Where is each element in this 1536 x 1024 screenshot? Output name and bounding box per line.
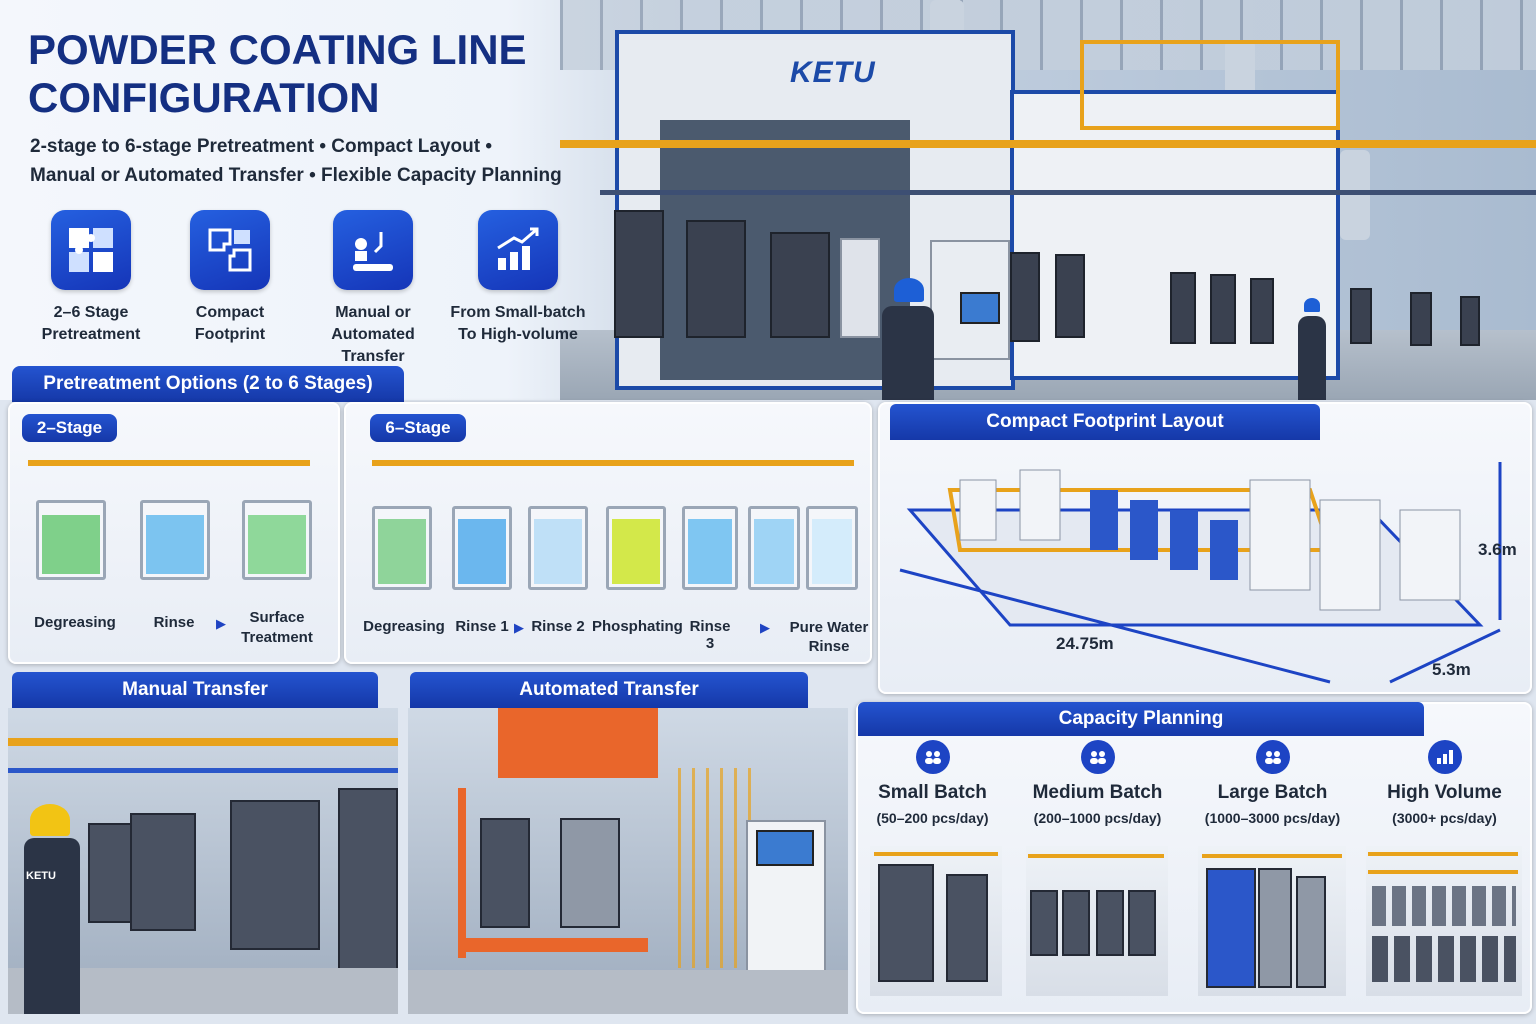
six-stage-badge: 6–Stage	[370, 414, 466, 442]
tank-degreasing	[372, 506, 432, 590]
puzzle-icon	[51, 210, 131, 290]
small-batch-illustration	[870, 846, 1002, 996]
growth-chart-icon	[478, 210, 558, 290]
two-stage-badge: 2–Stage	[22, 414, 117, 442]
tank-phosphating	[606, 506, 666, 590]
worker-logo: KETU	[26, 870, 56, 882]
robot-conveyor-icon	[333, 210, 413, 290]
hanging-cabinet	[686, 220, 746, 338]
tank-rinse	[140, 500, 210, 580]
subtitle-line1: 2-stage to 6-stage Pretreatment • Compac…	[30, 136, 493, 157]
tank-rinse-2	[528, 506, 588, 590]
touch-screen	[756, 830, 814, 866]
hanging-cabinet	[1010, 252, 1040, 342]
dimension-width: 5.3m	[1432, 660, 1471, 679]
hanging-cabinet	[1460, 296, 1480, 346]
stage-label: Rinse 2	[531, 618, 585, 635]
automated-transfer-photo	[408, 708, 848, 1014]
worker	[24, 838, 80, 1014]
compact-header: Compact Footprint Layout	[890, 404, 1320, 440]
tank-pure-water-b	[806, 506, 858, 590]
arrow-right-icon: ▶	[514, 620, 524, 635]
hanging-cabinet	[1250, 278, 1274, 344]
overhead-rail	[372, 460, 854, 466]
helmet-icon	[1304, 298, 1320, 312]
hanging-cabinet	[1410, 292, 1432, 346]
stage-label: Rinse 1	[455, 618, 509, 635]
hanging-cabinet	[1055, 254, 1085, 338]
automated-transfer-header: Automated Transfer	[410, 672, 808, 708]
yellow-platform	[1080, 40, 1340, 130]
compact-puzzle-icon	[190, 210, 270, 290]
worker	[1298, 316, 1326, 400]
helmet-icon	[30, 804, 70, 836]
capacity-small: Small Batch (50–200 pcs/day)	[850, 740, 1015, 826]
arrow-right-icon: ▶	[760, 620, 770, 635]
people-icon	[1255, 740, 1290, 774]
overhead-rail	[28, 460, 310, 466]
tank-rinse-1	[452, 506, 512, 590]
hanging-cabinet	[1210, 274, 1236, 344]
duct-pipe	[1340, 150, 1370, 240]
hanging-cabinet	[770, 232, 830, 338]
large-batch-illustration	[1198, 846, 1346, 996]
layout-isometric-diagram	[899, 462, 1502, 684]
high-volume-illustration	[1366, 846, 1522, 996]
tank-degreasing	[36, 500, 106, 580]
stage-label: Rinse 3	[689, 618, 731, 652]
hanging-cabinet	[1170, 272, 1196, 344]
hanging-cabinet	[614, 210, 664, 338]
people-icon	[915, 740, 950, 774]
hanging-cabinet	[840, 238, 880, 338]
subtitle-line2: Manual or Automated Transfer • Flexible …	[30, 165, 562, 186]
capacity-large: Large Batch (1000–3000 pcs/day)	[1190, 740, 1355, 826]
medium-batch-illustration	[1026, 846, 1168, 996]
tank-rinse-3	[682, 506, 738, 590]
dimension-length: 24.75m	[1056, 634, 1114, 653]
tank-pure-water-a	[748, 506, 800, 590]
stage-label: Degreasing	[363, 618, 445, 635]
worker	[882, 306, 934, 400]
overhead-conveyor-rail	[560, 140, 1536, 148]
capacity-header: Capacity Planning	[858, 702, 1424, 736]
touch-screen	[960, 292, 1000, 324]
capacity-medium: Medium Batch (200–1000 pcs/day)	[1015, 740, 1180, 826]
hero-factory-photo: KETU	[0, 0, 1536, 400]
overhead-conveyor-rail	[600, 190, 1536, 195]
capacity-high: High Volume (3000+ pcs/day)	[1362, 740, 1527, 826]
stage-label: Degreasing	[34, 614, 116, 631]
manual-transfer-photo: KETU	[8, 708, 398, 1014]
people-icon	[1080, 740, 1115, 774]
dimension-height: 3.6m	[1478, 540, 1517, 559]
arrow-right-icon: ▶	[216, 616, 226, 631]
brand-logo: KETU	[790, 56, 876, 89]
hanging-cabinet	[1350, 288, 1372, 344]
stage-label: Phosphating	[592, 618, 683, 635]
bar-chart-icon	[1427, 740, 1462, 774]
tank-surface	[242, 500, 312, 580]
pretreatment-header: Pretreatment Options (2 to 6 Stages)	[12, 366, 404, 402]
stage-label: Rinse	[153, 614, 195, 631]
helmet-icon	[894, 278, 924, 302]
manual-transfer-header: Manual Transfer	[12, 672, 378, 708]
